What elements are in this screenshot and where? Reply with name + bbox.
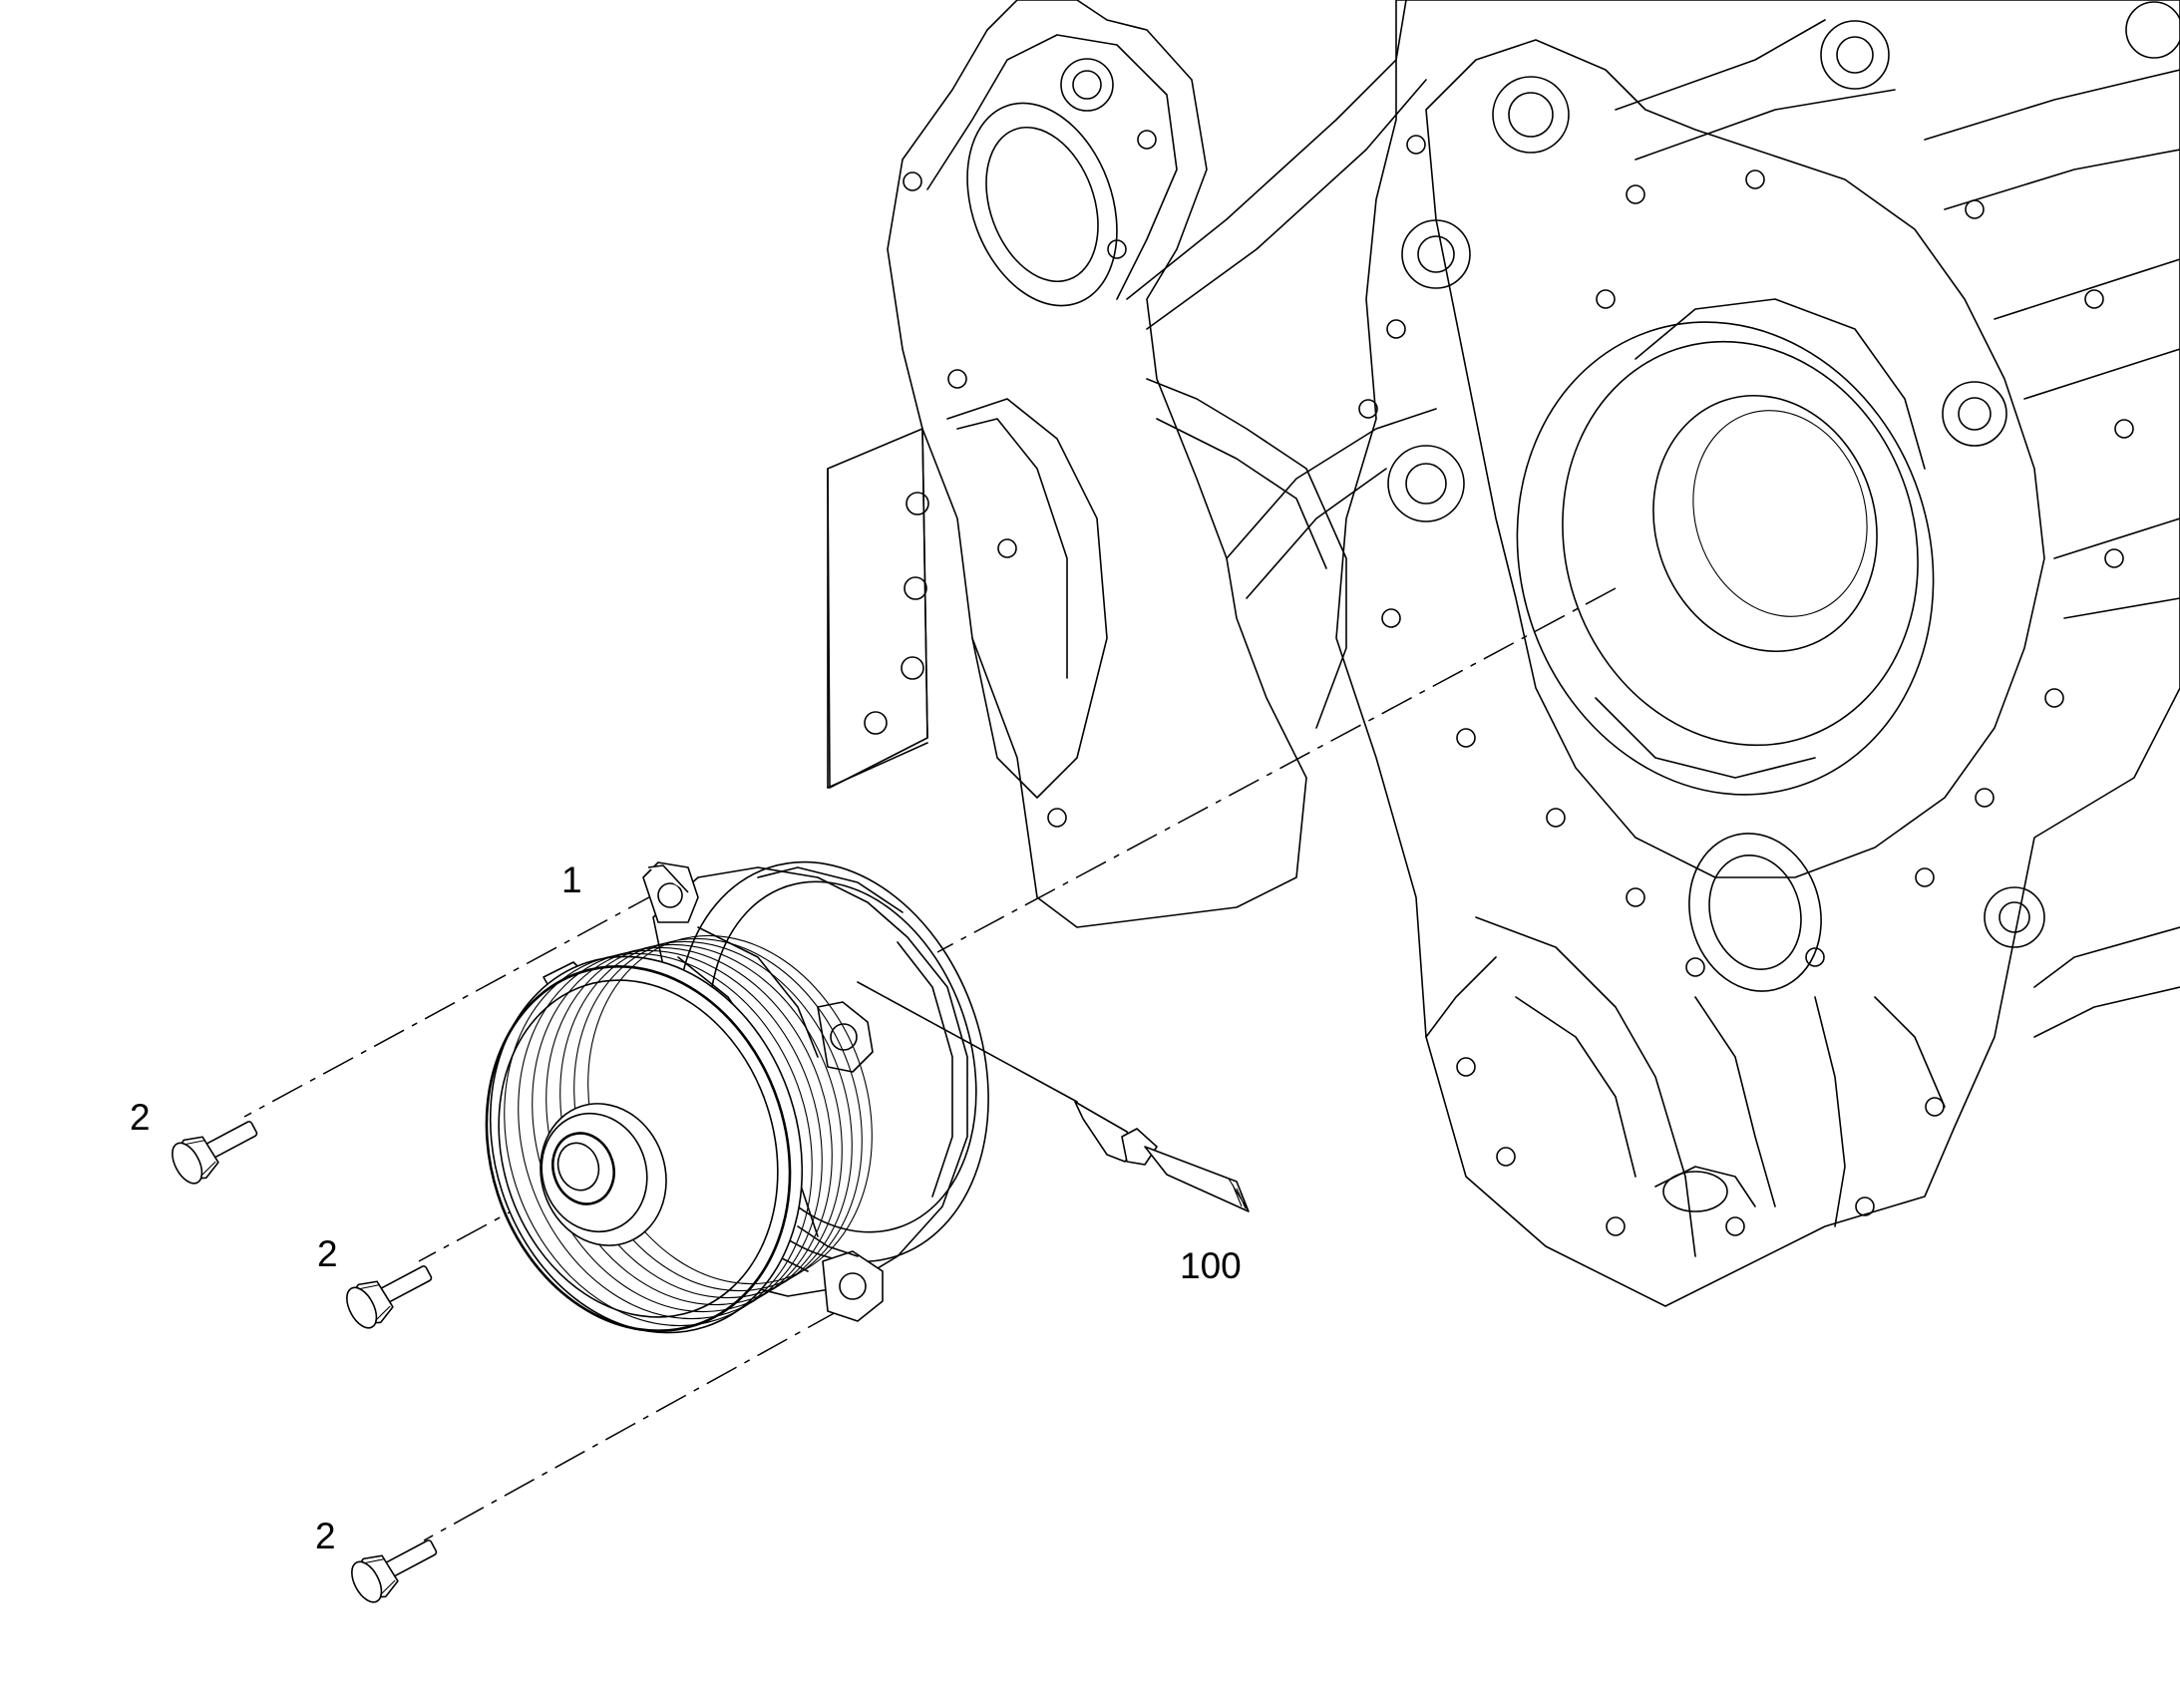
centerline-pump-axis xyxy=(936,587,1617,953)
bolt-lower xyxy=(351,1539,438,1603)
bolt-middle xyxy=(346,1265,433,1329)
callout-sealant: 100 xyxy=(1180,1245,1242,1286)
bolt-upper xyxy=(172,1121,258,1185)
callout-water-pump: 1 xyxy=(561,859,582,900)
centerline-bolt-lower xyxy=(423,1310,839,1541)
callout-bolt-lower: 2 xyxy=(315,1516,336,1556)
callout-bolt-upper: 2 xyxy=(130,1097,151,1138)
callout-bolt-middle: 2 xyxy=(317,1233,338,1274)
engine-block xyxy=(827,0,2180,1307)
centerline-bolt-upper xyxy=(243,891,659,1118)
sealant-tube xyxy=(857,981,1250,1212)
water-pump xyxy=(485,860,989,1334)
